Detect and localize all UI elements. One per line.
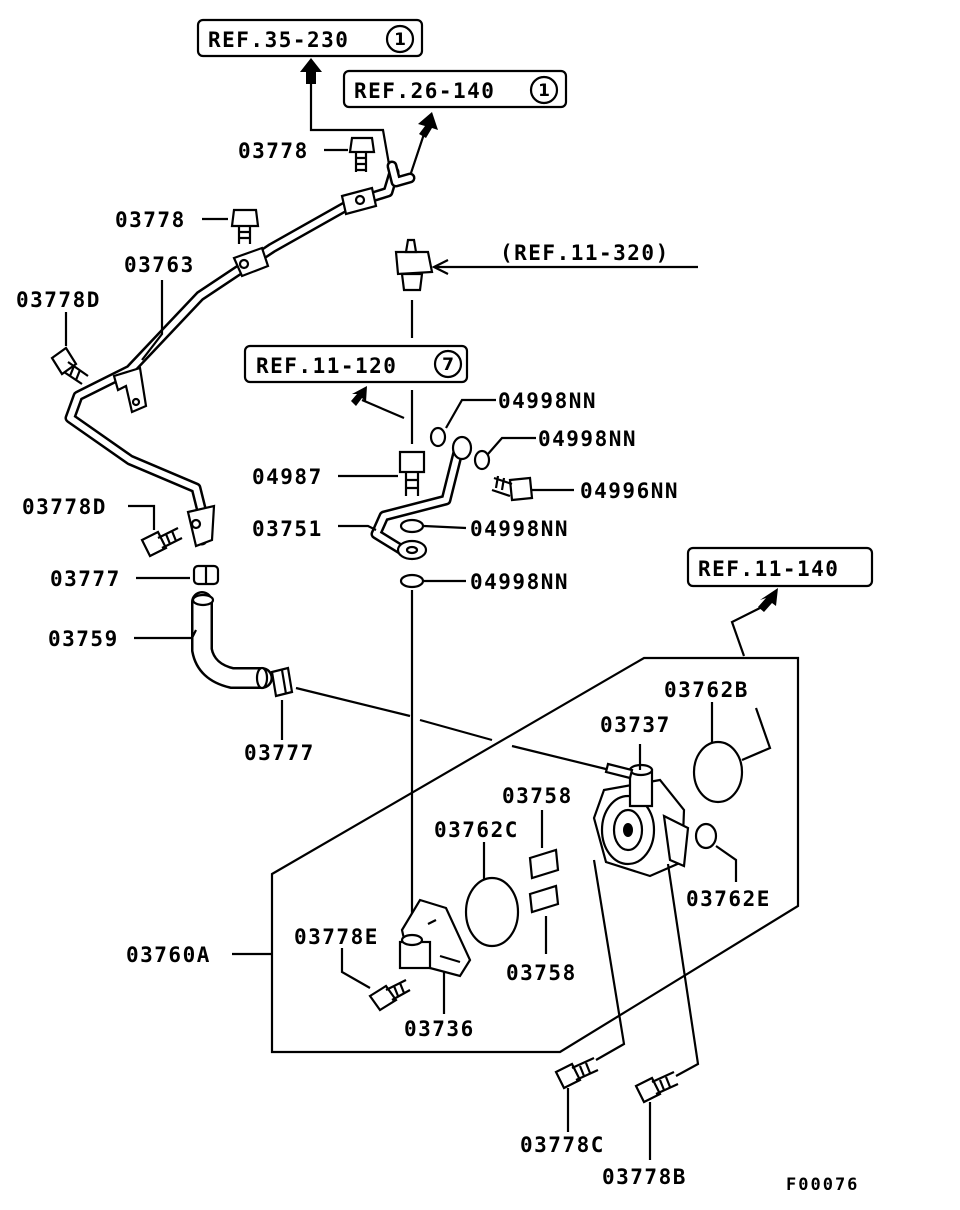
part-labels: 03778 03778 03763 03778D 04998NN 04998NN…	[16, 139, 771, 1189]
label-03777-a[interactable]: 03777	[50, 567, 121, 591]
oil-pipe-03751[interactable]	[370, 435, 473, 561]
ref-11-140-text: REF.11-140	[698, 557, 839, 581]
bolt-03778E[interactable]	[368, 979, 411, 1012]
o-ring-03762C[interactable]	[464, 876, 520, 948]
label-03758-a[interactable]: 03758	[502, 784, 573, 808]
label-04987[interactable]: 04987	[252, 465, 323, 489]
hose-03759[interactable]	[191, 591, 273, 690]
vacuum-pump-03737[interactable]	[592, 744, 690, 878]
hose-clamp-03777-bottom[interactable]	[270, 666, 294, 698]
ref-35-230-text: REF.35-230	[208, 28, 349, 52]
bolt-03778-mid[interactable]	[230, 208, 260, 244]
washer-04998NN-a[interactable]	[429, 426, 447, 448]
oil-pipe-03763[interactable]	[64, 160, 416, 548]
label-03778D-a[interactable]: 03778D	[16, 288, 101, 312]
label-03778E[interactable]: 03778E	[294, 925, 379, 949]
label-04998NN-b[interactable]: 04998NN	[538, 427, 637, 451]
ref-11-140[interactable]: REF.11-140	[686, 546, 874, 588]
label-04998NN-d[interactable]: 04998NN	[470, 570, 569, 594]
label-03777-b[interactable]: 03777	[244, 741, 315, 765]
bolt-03778D-bottom[interactable]	[140, 527, 183, 558]
o-ring-03762E[interactable]	[694, 822, 718, 850]
gasket-03758-b[interactable]	[528, 884, 560, 914]
ref-11-320[interactable]: (REF.11-320)	[431, 241, 698, 275]
label-03778-b[interactable]: 03778	[115, 208, 186, 232]
ref-35-230-circle: 1	[394, 30, 406, 50]
label-03778B[interactable]: 03778B	[602, 1165, 687, 1189]
ref-26-140-circle: 1	[538, 81, 550, 101]
label-03763[interactable]: 03763	[124, 253, 195, 277]
o-ring-03762B[interactable]	[692, 740, 744, 804]
label-03736[interactable]: 03736	[404, 1017, 475, 1041]
leader-lines	[64, 148, 772, 1160]
label-03758-b[interactable]: 03758	[506, 961, 577, 985]
label-04998NN-c[interactable]: 04998NN	[470, 517, 569, 541]
ref-26-140-text: REF.26-140	[354, 79, 495, 103]
arrow-up-icon	[408, 112, 438, 177]
label-03762C[interactable]: 03762C	[434, 818, 519, 842]
ref-26-140[interactable]: REF.26-140 1	[342, 69, 568, 109]
arrow-up-icon	[300, 58, 392, 171]
figure-code: F00076	[786, 1175, 859, 1195]
arrow-up-icon	[730, 588, 778, 657]
ref-11-120-circle: 7	[442, 355, 454, 375]
label-04998NN-a[interactable]: 04998NN	[498, 389, 597, 413]
arrow-up-icon	[351, 386, 405, 420]
label-03759[interactable]: 03759	[48, 627, 119, 651]
washer-04998NN-c[interactable]	[399, 518, 425, 534]
label-03778-a[interactable]: 03778	[238, 139, 309, 163]
sensor-ref-11-320[interactable]	[394, 238, 434, 338]
label-03778C[interactable]: 03778C	[520, 1133, 605, 1157]
washer-04998NN-d[interactable]	[399, 573, 425, 589]
bolt-03778D-top[interactable]	[50, 346, 89, 385]
label-03778D-b[interactable]: 03778D	[22, 495, 107, 519]
bolt-03778-top[interactable]	[348, 136, 376, 172]
gasket-03758-a[interactable]	[528, 848, 560, 880]
ref-11-120-text: REF.11-120	[256, 354, 397, 378]
ref-11-120[interactable]: REF.11-120 7	[243, 344, 469, 384]
ref-11-320-text: (REF.11-320)	[500, 241, 670, 265]
label-03760A[interactable]: 03760A	[126, 943, 211, 967]
label-03762E[interactable]: 03762E	[686, 887, 771, 911]
label-03751[interactable]: 03751	[252, 517, 323, 541]
assembly-frame-03760A	[270, 656, 800, 1054]
hose-route-line	[295, 686, 611, 772]
adapter-03736[interactable]	[398, 898, 472, 978]
bolt-04996NN[interactable]	[491, 475, 534, 502]
union-bolt-04987[interactable]	[398, 390, 426, 496]
bolt-03778C[interactable]	[554, 1056, 599, 1090]
bolt-03778B[interactable]	[634, 1070, 679, 1104]
label-04996NN[interactable]: 04996NN	[580, 479, 679, 503]
label-03737[interactable]: 03737	[600, 713, 671, 737]
hose-clamp-03777-top[interactable]	[192, 564, 220, 586]
ref-35-230[interactable]: REF.35-230 1	[196, 18, 424, 58]
label-03762B[interactable]: 03762B	[664, 678, 749, 702]
washer-04998NN-b[interactable]	[473, 449, 491, 471]
